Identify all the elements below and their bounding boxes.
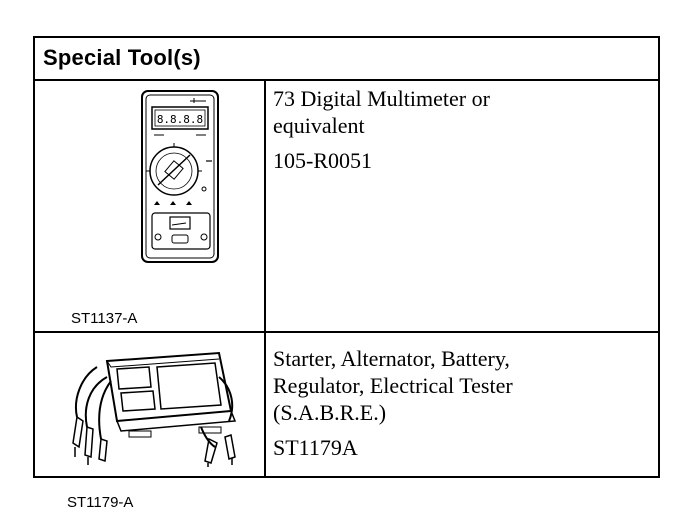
tool-part-number: 105-R0051 — [273, 148, 372, 173]
tool-row-sabre-tester: ST1179-A Starter, Alternator, Battery, R… — [35, 333, 658, 511]
tool-image-cell: ST1179-A — [35, 333, 264, 511]
tool-row-multimeter: 8.8.8.8 — [35, 81, 658, 333]
table-title: Special Tool(s) — [43, 45, 201, 70]
tool-description-line: 73 Digital Multimeter or — [273, 86, 490, 111]
starter-alternator-tester-icon — [72, 351, 237, 467]
digital-multimeter-icon: 8.8.8.8 — [141, 90, 219, 263]
tool-description-cell: 73 Digital Multimeter or equivalent 105-… — [273, 85, 652, 335]
tool-image-caption: ST1179-A — [67, 494, 134, 511]
tool-description-line: equivalent — [273, 113, 365, 138]
special-tools-table: Special Tool(s) 8.8.8.8 — [33, 36, 660, 511]
tool-description-line: Starter, Alternator, Battery, — [273, 346, 510, 371]
tool-description-cell: Starter, Alternator, Battery, Regulator,… — [273, 345, 652, 488]
tool-description-line: (S.A.B.R.E.) — [273, 400, 387, 425]
column-divider — [264, 81, 266, 476]
tool-part-number: ST1179A — [273, 435, 358, 460]
tool-image-cell: 8.8.8.8 — [35, 81, 264, 331]
tool-description-line: Regulator, Electrical Tester — [273, 373, 513, 398]
tool-image-caption: ST1137-A — [71, 310, 138, 327]
table-header-row: Special Tool(s) — [35, 38, 658, 81]
multimeter-display-text: 8.8.8.8 — [157, 113, 203, 126]
